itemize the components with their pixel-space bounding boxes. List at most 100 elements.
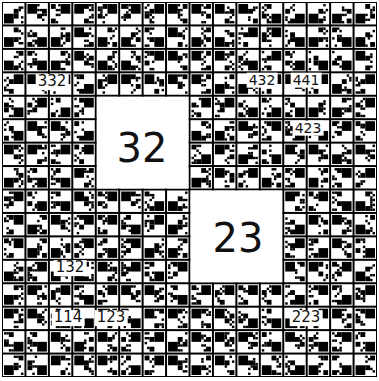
tile-cell [97, 73, 118, 94]
tile-cell [82, 112, 84, 114]
tile-cell [4, 238, 9, 243]
tile-cell [37, 37, 47, 47]
tile-cell [19, 145, 21, 147]
tile-cell [91, 9, 93, 11]
tile-cell [204, 339, 206, 341]
tile-cell [215, 332, 225, 342]
tile-cell [192, 74, 202, 84]
tile-cell [79, 215, 84, 220]
tile-cell [50, 331, 71, 352]
tile-cell [227, 133, 229, 135]
tile-cell [110, 368, 112, 370]
tile-cell [178, 196, 183, 201]
tile-cell [167, 73, 188, 94]
tile-cell [56, 110, 58, 112]
tile-cell [149, 14, 151, 16]
tile-cell [68, 56, 70, 58]
tile-cell [124, 326, 126, 328]
tile-cell [79, 251, 81, 253]
tile-cell [3, 167, 24, 188]
tile-cell [84, 318, 94, 328]
tile-cell [149, 51, 154, 56]
tile-cell [237, 26, 258, 47]
tile-cell [238, 112, 243, 117]
tile-cell [19, 162, 21, 164]
tile-cell [162, 251, 164, 253]
tile-cell [63, 133, 65, 135]
tile-cell [21, 314, 23, 316]
tile-cell [82, 121, 84, 123]
tile-cell [14, 238, 24, 248]
tile-cell [11, 100, 13, 102]
tile-cell [44, 126, 46, 128]
tile-cell [4, 145, 14, 155]
tile-cell [121, 363, 123, 365]
tile-cell [272, 51, 282, 61]
tile-cell [264, 4, 266, 6]
tile-cell [191, 144, 212, 165]
tile-cell [214, 284, 235, 305]
tile-cell [232, 149, 234, 151]
tile-cell [168, 74, 178, 84]
tile-cell [253, 360, 255, 362]
tile-cell [14, 342, 24, 352]
tile-cell [4, 204, 6, 206]
tile-cell [79, 295, 84, 300]
tile-cell [27, 339, 29, 341]
tile-cell [196, 159, 201, 164]
tile-cell [147, 332, 149, 334]
tile-cell [110, 356, 112, 358]
tile-cell [112, 56, 114, 58]
tile-cell [206, 89, 211, 94]
tile-cell [112, 337, 114, 339]
tile-cell [267, 30, 269, 32]
tile-cell [149, 347, 154, 352]
tile-cell [232, 360, 234, 362]
tile-cell [162, 318, 164, 320]
tile-cell [253, 365, 258, 370]
tile-cell [230, 154, 235, 159]
tile-cell [84, 168, 86, 170]
tile-cell [56, 300, 58, 302]
tile-cell [79, 159, 84, 164]
tile-cell [21, 309, 23, 311]
tile-cell [82, 241, 84, 243]
tile-cell [84, 40, 86, 42]
tile-cell [136, 201, 138, 203]
tile-cell [4, 339, 6, 341]
tile-cell [107, 358, 109, 360]
tile-cell [40, 238, 42, 240]
tile-cell [267, 40, 269, 42]
tile-cell [42, 14, 44, 16]
tile-cell [121, 356, 123, 358]
tile-cell [248, 285, 258, 295]
tile-cell [149, 370, 151, 372]
tile-cell [86, 58, 88, 60]
tile-cell [251, 342, 253, 344]
tile-cell [230, 356, 232, 358]
tile-cell [53, 183, 55, 185]
tile-cell [262, 6, 264, 8]
tile-cell [42, 318, 44, 320]
tile-cell [53, 192, 55, 194]
tile-cell [103, 295, 105, 297]
tile-cell [30, 339, 32, 341]
tile-cell [196, 288, 198, 290]
tile-cell [192, 103, 197, 108]
tile-cell [217, 300, 219, 302]
tile-cell [40, 227, 42, 229]
tile-cell [84, 170, 86, 172]
tile-cell [68, 358, 70, 360]
tile-cell [103, 206, 105, 208]
tile-cell [27, 4, 37, 14]
tile-cell [147, 53, 149, 55]
tile-cell [9, 89, 14, 94]
tile-cell [136, 56, 141, 61]
tile-cell [183, 74, 188, 79]
tile-cell [110, 262, 112, 264]
tile-cell [9, 115, 11, 117]
tile-cell [225, 11, 227, 13]
tile-cell [6, 255, 8, 257]
tile-cell [145, 285, 155, 295]
tile-cell [51, 19, 56, 24]
